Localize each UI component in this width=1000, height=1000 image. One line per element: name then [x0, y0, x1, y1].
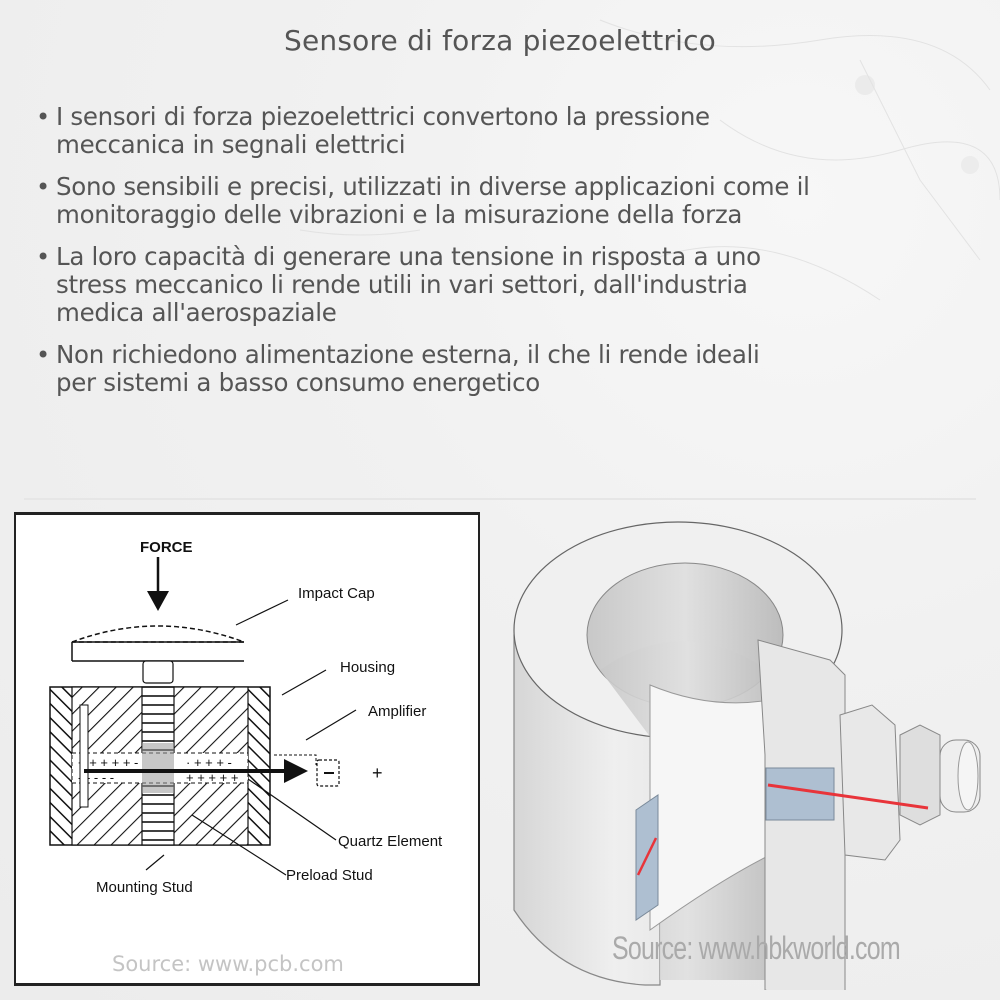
- impact-cap-label: Impact Cap: [298, 585, 375, 602]
- page-title: Sensore di forza piezoelettrico: [283, 24, 716, 57]
- bullet-item: • La loro capacità di generare una tensi…: [36, 243, 976, 327]
- plus-sign-label: +: [372, 763, 383, 783]
- right-source-caption: Source: www.hbkworld.com: [612, 930, 901, 966]
- svg-text:· + + + -: · + + + -: [186, 755, 232, 770]
- bullet-line: medica all'aerospaziale: [56, 298, 337, 327]
- bullet-line: La loro capacità di generare una tension…: [56, 242, 761, 271]
- housing-label: Housing: [340, 659, 396, 676]
- bullet-dot: •: [36, 243, 50, 271]
- amplifier-label: Amplifier: [368, 703, 427, 720]
- bullet-dot: •: [36, 341, 50, 369]
- bullet-line: stress meccanico li rende utili in vari …: [56, 270, 748, 299]
- bullet-line: Non richiedono alimentazione esterna, il…: [56, 340, 760, 369]
- mounting-stud-label: Mounting Stud: [96, 879, 193, 896]
- bullet-line: I sensori di forza piezoelettrici conver…: [56, 102, 710, 131]
- preload-stud-label: Preload Stud: [286, 867, 373, 884]
- left-source-caption: Source: www.pcb.com: [112, 952, 344, 976]
- bullet-line: monitoraggio delle vibrazioni e la misur…: [56, 200, 743, 229]
- force-label: FORCE: [140, 539, 193, 556]
- bullet-line: per sistemi a basso consumo energetico: [56, 368, 540, 397]
- bullet-line: Sono sensibili e precisi, utilizzati in …: [56, 172, 810, 201]
- bullet-list: • I sensori di forza piezoelettrici conv…: [36, 103, 976, 411]
- bullet-line: meccanica in segnali elettrici: [56, 130, 406, 159]
- bullet-dot: •: [36, 173, 50, 201]
- quartz-element-label: Quartz Element: [338, 833, 443, 850]
- section-divider: [24, 498, 976, 500]
- bullet-item: • Sono sensibili e precisi, utilizzati i…: [36, 173, 976, 229]
- bullet-item: • I sensori di forza piezoelettrici conv…: [36, 103, 976, 159]
- svg-text:+ + + + +: + + + + +: [186, 770, 238, 785]
- sensor-schematic-figure: + + + + + - · + + + - - - - - - + + + + …: [14, 512, 480, 986]
- bullet-dot: •: [36, 103, 50, 131]
- sensor-cutaway-drawing: [513, 521, 981, 1000]
- sensor-schematic-drawing: + + + + + - · + + + - - - - - - + + + + …: [49, 557, 357, 876]
- svg-text:+ + + + + -: + + + + + -: [78, 755, 138, 770]
- sensor-cutaway-figure: [500, 510, 1000, 1000]
- bullet-item: • Non richiedono alimentazione esterna, …: [36, 341, 976, 397]
